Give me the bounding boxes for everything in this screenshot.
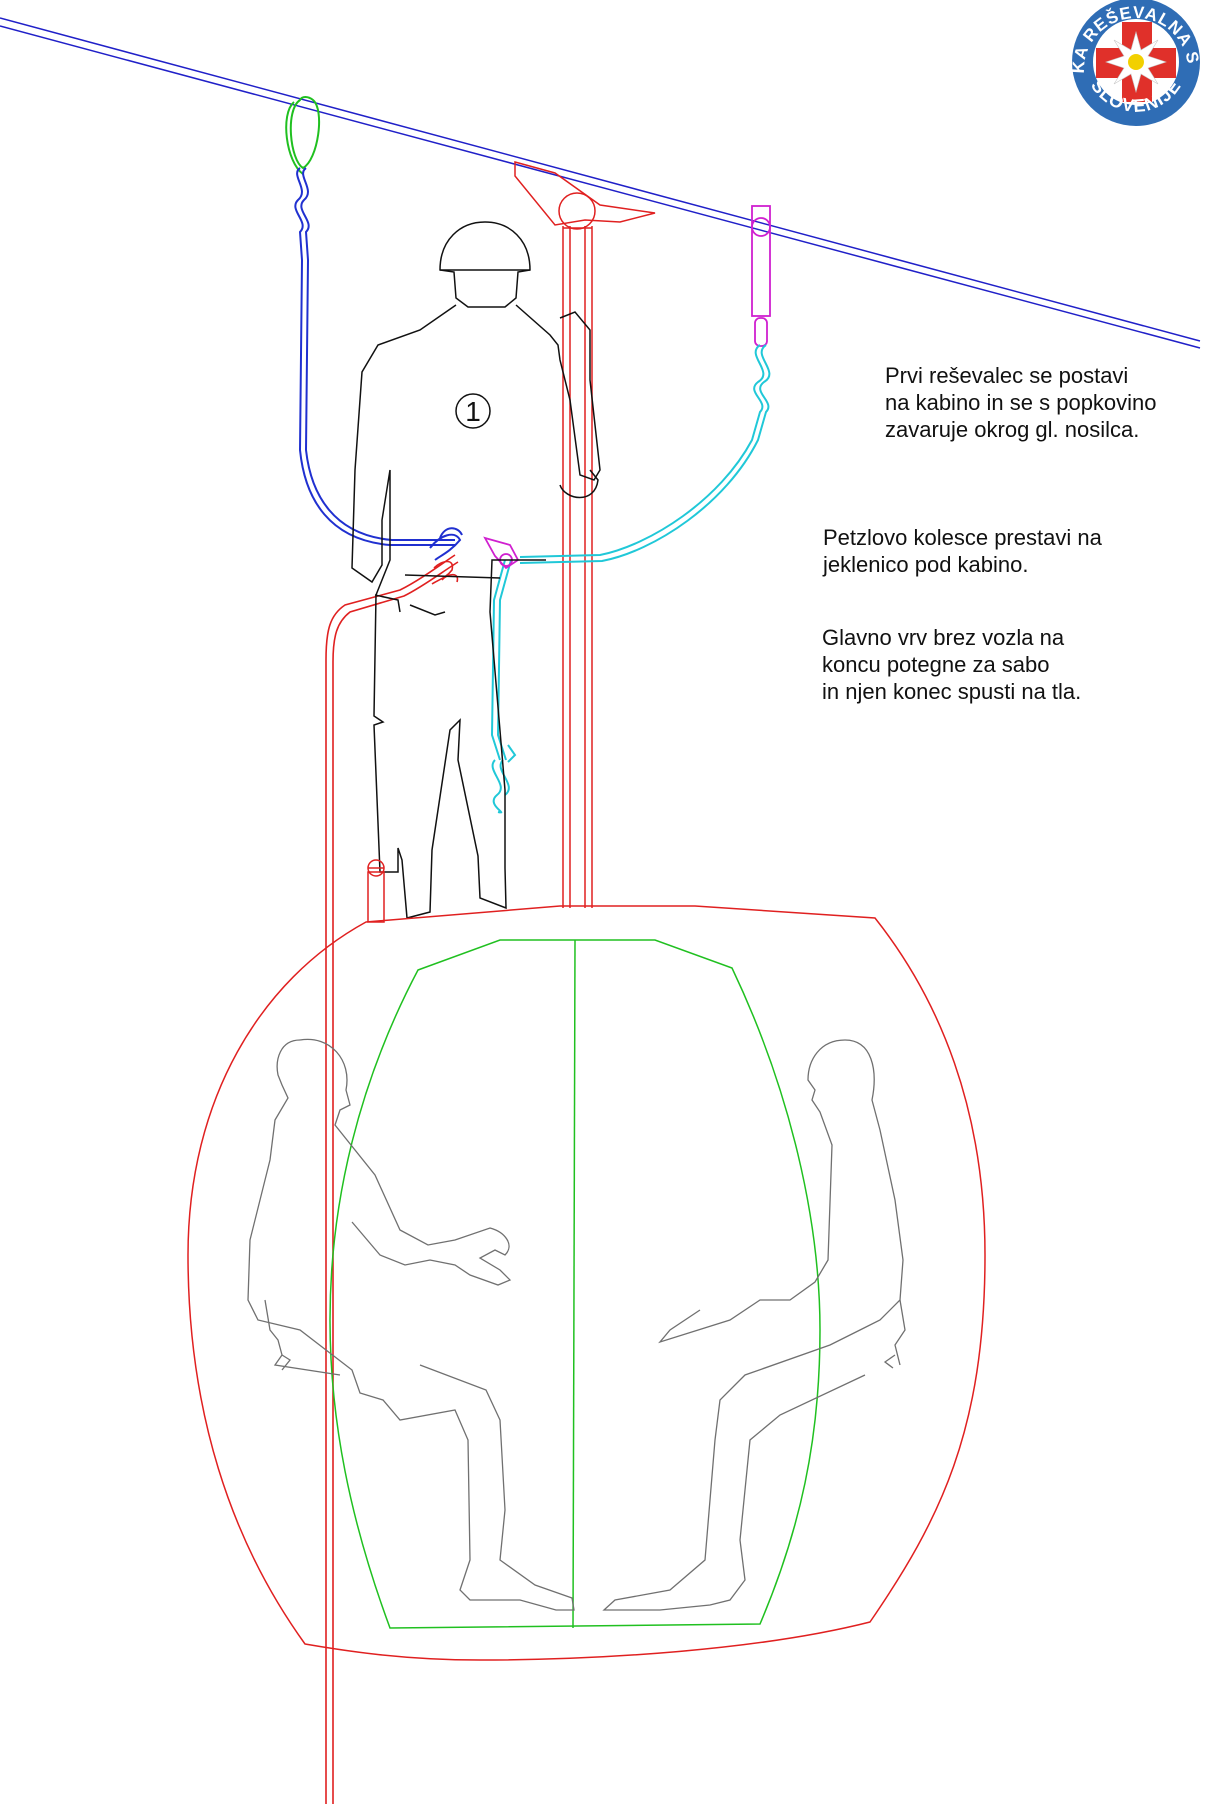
passenger-left xyxy=(248,1039,574,1610)
blue-lanyard xyxy=(295,168,462,560)
green-sling xyxy=(286,97,319,174)
cable-trolley xyxy=(515,162,655,908)
harness-carabiner xyxy=(485,538,518,568)
grs-logo: GORSKA REŠEVALNA SLUŽBA SLOVENIJE xyxy=(1069,0,1203,126)
petzl-pulley xyxy=(752,206,770,346)
instruction-note-3: Glavno vrv brez vozla na koncu potegne z… xyxy=(822,624,1081,705)
rescuer-number: 1 xyxy=(456,394,490,428)
haul-cable xyxy=(0,18,1200,348)
instruction-note-1: Prvi reševalec se postavi na kabino in s… xyxy=(885,362,1157,443)
gondola-cabin xyxy=(188,906,985,1660)
main-rope xyxy=(326,555,458,1804)
rope-guide xyxy=(368,860,384,922)
passenger-right xyxy=(604,1040,905,1610)
cabin-door xyxy=(330,940,820,1628)
number-label: 1 xyxy=(465,396,481,427)
instruction-note-2: Petzlovo kolesce prestavi na jeklenico p… xyxy=(823,524,1102,578)
cyan-rope xyxy=(492,345,769,813)
edelweiss-icon xyxy=(1106,32,1166,92)
